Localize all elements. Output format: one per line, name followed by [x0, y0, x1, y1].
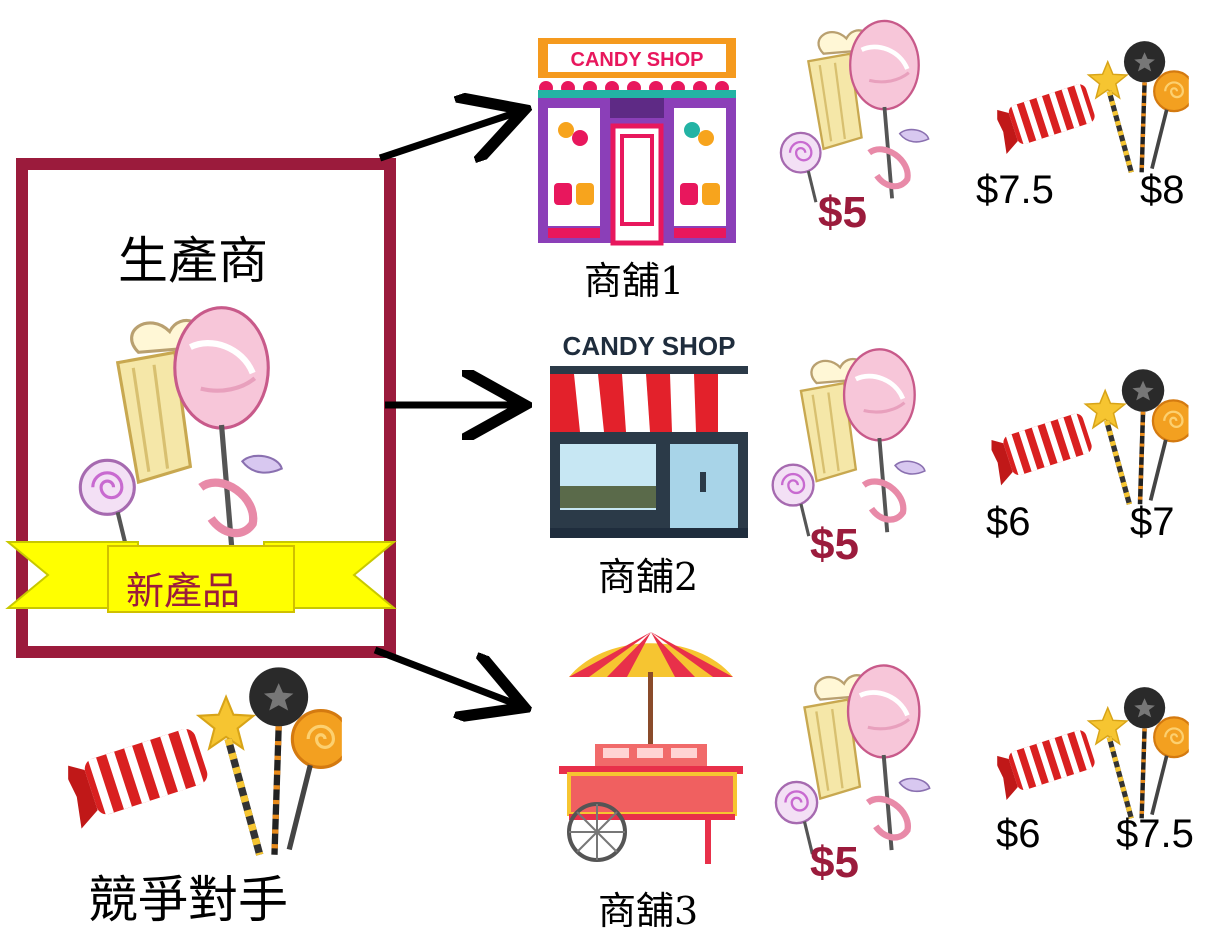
- shop2-storefront-icon: CANDY SHOP: [550, 322, 748, 538]
- shop1-new-product-price: $5: [818, 188, 867, 237]
- producer-box: [16, 158, 396, 658]
- shop3-cart-icon: [559, 632, 743, 864]
- new-product-banner: [5, 541, 397, 613]
- shop3-competitor-price-1: $6: [996, 812, 1041, 856]
- producer-title: 生產商: [118, 232, 268, 290]
- shop2-name: 商舖2: [598, 555, 699, 599]
- shop1-storefront-icon: CANDY SHOP: [538, 38, 736, 246]
- shop1-competitor-price-2: $8: [1140, 168, 1185, 212]
- shop1-competitor-products-icon: [962, 36, 1224, 176]
- shop2-sign: CANDY SHOP: [563, 331, 736, 361]
- shop1-sign: CANDY SHOP: [571, 49, 704, 71]
- shop2-competitor-price-1: $6: [986, 500, 1031, 544]
- shop3-new-product-icon: [762, 652, 942, 858]
- shop1-name: 商舖1: [584, 259, 685, 303]
- shop2-new-product-icon: [758, 336, 938, 540]
- shop3-new-product-price: $5: [810, 838, 859, 887]
- shop3-competitor-price-2: $7.5: [1116, 812, 1194, 856]
- shop2-competitor-products-icon: [956, 364, 1224, 508]
- shop1-new-product-icon: [766, 8, 942, 206]
- shop2-new-product-price: $5: [810, 520, 859, 569]
- new-product-banner-label: 新產品: [126, 569, 241, 613]
- shop1-competitor-price-1: $7.5: [976, 168, 1054, 212]
- shop3-name: 商舖3: [598, 889, 699, 933]
- competitor-label: 競爭對手: [88, 871, 288, 929]
- shop3-competitor-products-icon: [962, 682, 1224, 822]
- shop2-competitor-price-2: $7: [1130, 500, 1175, 544]
